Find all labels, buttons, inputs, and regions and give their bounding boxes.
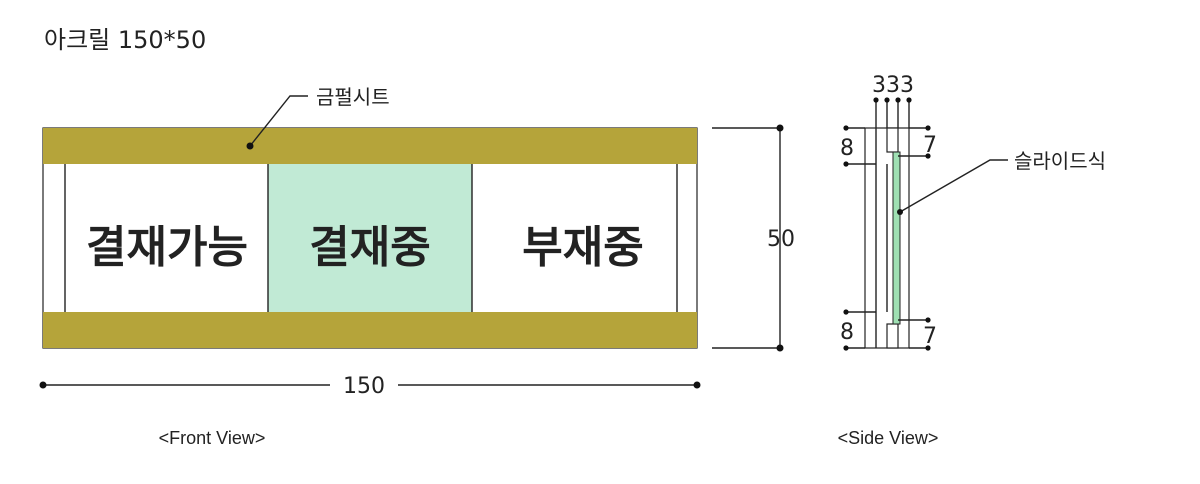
panel-label-available: 결재가능 (86, 222, 248, 273)
side-top-lip (886, 127, 899, 153)
sheet-leader-line (249, 95, 308, 147)
side-left-bottom-dim: 8 (840, 320, 854, 345)
sheet-label: 금펄시트 (316, 85, 390, 109)
side-dim-dot (925, 317, 931, 323)
side-dim-dot (843, 161, 849, 167)
front-view: 결재가능 결재중 부재중 금펄시트 150 50 <Front View> (39, 85, 795, 448)
side-dim-dot (925, 125, 931, 131)
side-dim-dot (843, 125, 849, 131)
active-panel-bg (268, 164, 472, 312)
slide-leader-line (899, 159, 1008, 213)
side-left-top-dim: 8 (840, 136, 854, 161)
top-gold-sheet (43, 128, 697, 164)
width-dim-dot (693, 381, 701, 389)
side-dim-dot (925, 153, 931, 159)
side-view: 333 8 7 8 (838, 73, 1106, 448)
slide-label: 슬라이드식 (1014, 149, 1106, 173)
width-dim-dot (39, 381, 47, 389)
side-top-tick-dot (906, 97, 912, 103)
bottom-gold-sheet (43, 312, 697, 348)
side-dim-dot (843, 309, 849, 315)
side-top-tick-dot (884, 97, 890, 103)
side-bottom-lip (886, 323, 899, 349)
side-top-dims: 333 (872, 73, 914, 98)
height-dim-label: 50 (767, 227, 795, 252)
side-top-tick-dot (895, 97, 901, 103)
diagram-title: 아크릴 150*50 (44, 26, 207, 54)
side-right-bottom-dim: 7 (923, 324, 937, 349)
panel-label-absent: 부재중 (522, 222, 643, 273)
slide-leader-dot (897, 209, 903, 215)
side-view-caption: <Side View> (838, 428, 939, 448)
width-dim-label: 150 (343, 374, 385, 399)
height-dim-dot (776, 124, 784, 132)
front-view-caption: <Front View> (159, 428, 266, 448)
sheet-leader-dot (246, 142, 254, 150)
side-dim-dot (925, 345, 931, 351)
side-top-tick-dot (873, 97, 879, 103)
panel-label-in-progress: 결재중 (309, 222, 430, 273)
side-right-top-dim: 7 (923, 133, 937, 158)
side-dim-dot (843, 345, 849, 351)
height-dim-dot (776, 344, 784, 352)
slide-acrylic (892, 151, 901, 325)
